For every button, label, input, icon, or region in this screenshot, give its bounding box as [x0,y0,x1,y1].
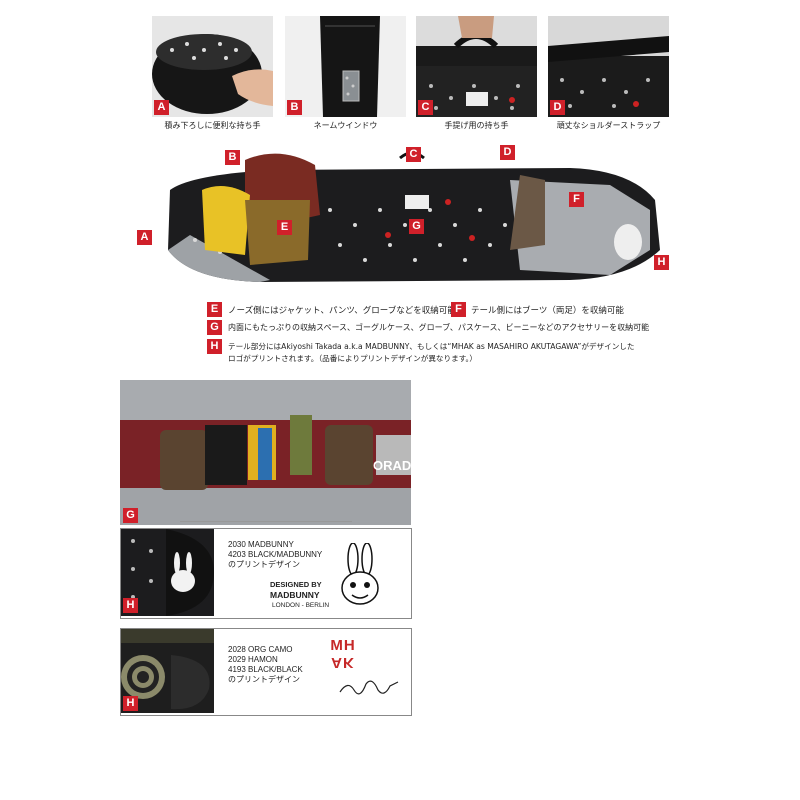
tag-h-madbunny: H [123,598,138,613]
bunny-logo-icon [341,543,379,605]
caption-d: 頑丈なショルダーストラップ [556,121,661,130]
caption-a: 積み下ろしに便利な持ち手 [164,121,261,130]
madbunny-line-1: 2030 MADBUNNY [228,540,294,549]
tag-h-main: H [654,255,669,270]
photo-shoulder-strap-d [548,16,669,117]
tag-f-desc: F [451,302,466,317]
tag-e-desc: E [207,302,222,317]
tag-h-mhak: H [123,696,138,711]
desc-e: ノーズ側にはジャケット、パンツ、グローブなどを収納可能 [228,306,456,316]
tag-b-top: B [287,100,302,115]
madbunny-line-2: 4203 BLACK/MADBUNNY [228,550,323,559]
caption-c: 手提げ用の持ち手 [444,121,509,130]
madbunny-tail-photo [121,529,214,616]
mhak-logo-bottom: AK [331,654,355,671]
desc-g: 内面にもたっぷりの収納スペース、ゴーグルケース、グローブ、パスケース、ビーニーな… [228,323,650,332]
mhak-line-3: 4193 BLACK/BLACK [228,665,303,674]
madbunny-logo-text: MADBUNNY [270,590,320,600]
tag-d-top: D [550,100,565,115]
tag-e-main: E [277,220,292,235]
mhak-logo-top: MH [330,637,356,654]
mhak-line-1: 2028 ORG CAMO [228,645,293,654]
desc-f: テール側にはブーツ（両足）を収納可能 [471,306,624,316]
bag-standing-illustration [320,16,380,117]
madbunny-line-3: のプリントデザイン [228,560,300,569]
mhak-line-4: のプリントデザイン [228,675,300,684]
hand-carry-illustration [416,16,537,117]
tag-a-top: A [154,100,169,115]
tag-g-interior: G [123,508,138,523]
photo-name-window-b [285,16,406,117]
desc-h-line1: テール部分にはAkiyoshi Takada a.k.a MADBUNNY、もし… [228,342,635,351]
mhak-line-2: 2029 HAMON [228,655,278,664]
tag-c-main: C [406,147,421,162]
interior-divider [180,521,352,522]
tag-g-desc: G [207,320,222,335]
shoulder-strap-illustration [548,36,669,117]
tag-b-main: B [225,150,240,165]
photo-interior [120,380,411,525]
tag-h-desc: H [207,339,222,354]
tag-d-main: D [500,145,515,160]
photo-handle-a [152,16,273,117]
signature-icon [339,680,399,695]
tag-g-main: G [409,219,424,234]
tag-a-main: A [137,230,152,245]
tag-c-top: C [418,100,433,115]
photo-carry-handle-c [416,16,537,117]
designed-by-text: DESIGNED BY [270,580,322,589]
london-berlin-text: LONDON - BERLIN [272,602,330,609]
desc-h-line2: ロゴがプリントされます。（品番によりプリントデザインが異なります。） [228,354,477,363]
board-graphic-text: ORAD [373,458,412,473]
mhak-tail-photo [121,629,214,713]
tag-f-main: F [569,192,584,207]
bunny-face-icon [131,529,214,616]
bag-nose-handle-illustration [152,34,273,114]
caption-b: ネームウインドウ [313,121,378,130]
swirl-print-icon [121,629,214,710]
interior-contents-illustration [120,380,411,525]
